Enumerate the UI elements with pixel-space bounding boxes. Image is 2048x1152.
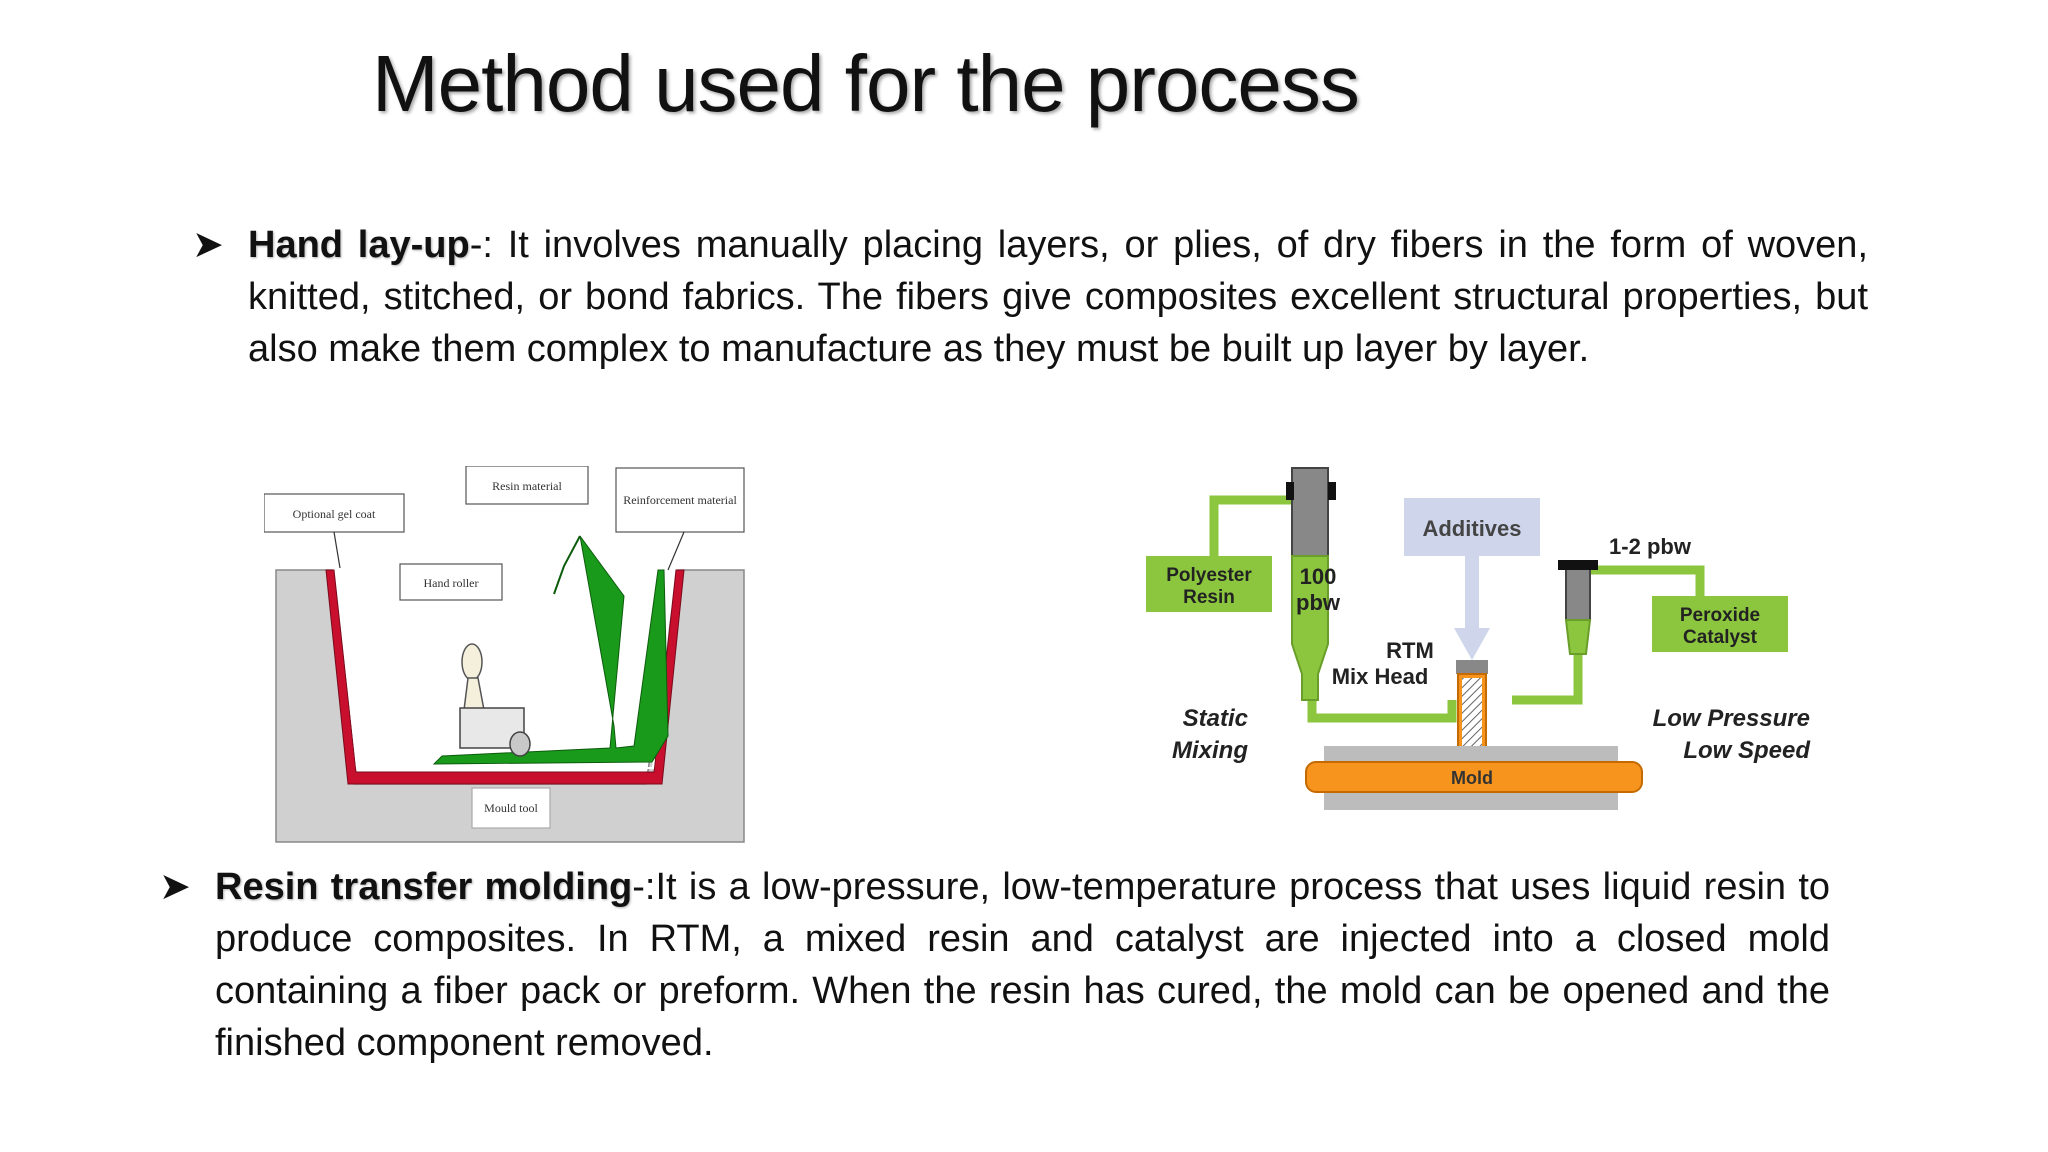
bullet-separator: -:	[469, 224, 493, 266]
bullet-text: It is a low-pressure, low-temperature pr…	[215, 866, 1831, 1064]
bullet-resin-transfer-molding: ➤ Resin transfer molding-:It is a low-pr…	[159, 861, 1831, 1069]
hand-layup-diagram: Optional gel coat Resin material Reinfor…	[263, 465, 752, 848]
bullet-term: Hand lay-up	[248, 224, 470, 266]
label-mould: Mould tool	[484, 801, 538, 815]
hand-roller-handle	[461, 643, 483, 681]
label-polyester-1: Polyester	[1166, 565, 1252, 586]
label-mixhead-2: Mix Head	[1332, 664, 1429, 689]
label-reinforcement: Reinforcement material	[623, 493, 737, 507]
rtm-diagram: Additives Mold Polyester Resin Peroxide …	[1142, 464, 1824, 820]
bullet-separator: -:	[632, 866, 656, 908]
label-mixhead-1: RTM	[1386, 638, 1434, 663]
bullet-text: It involves manually placing layers, or …	[248, 224, 1868, 370]
bullet-term: Resin transfer molding	[215, 866, 633, 908]
label-polyester-2: Resin	[1183, 587, 1235, 608]
label-pbw-resin-2: pbw	[1296, 590, 1341, 615]
label-resin: Resin material	[492, 479, 562, 493]
label-mold: Mold	[1451, 768, 1493, 788]
label-additives: Additives	[1422, 516, 1521, 541]
slide-title: Method used for the process	[372, 39, 1360, 128]
label-peroxide-1: Peroxide	[1680, 605, 1760, 626]
label-roller: Hand roller	[424, 576, 479, 590]
reinforcement-layer	[432, 535, 669, 765]
label-peroxide-2: Catalyst	[1683, 627, 1758, 648]
label-pbw-resin-1: 100	[1300, 564, 1337, 589]
label-lowpressure-2: Low Speed	[1683, 737, 1811, 764]
label-gel-coat: Optional gel coat	[293, 507, 376, 521]
gel-coat-layer	[325, 569, 685, 785]
label-pbw-catalyst: 1-2 pbw	[1609, 534, 1692, 559]
label-lowpressure-1: Low Pressure	[1653, 705, 1810, 732]
arrow-bullet-icon: ➤	[192, 224, 224, 266]
label-static-1: Static	[1183, 705, 1248, 732]
bullet-hand-layup: ➤ Hand lay-up-: It involves manually pla…	[192, 219, 1868, 375]
arrow-bullet-icon: ➤	[159, 866, 191, 908]
label-static-2: Mixing	[1172, 737, 1248, 764]
